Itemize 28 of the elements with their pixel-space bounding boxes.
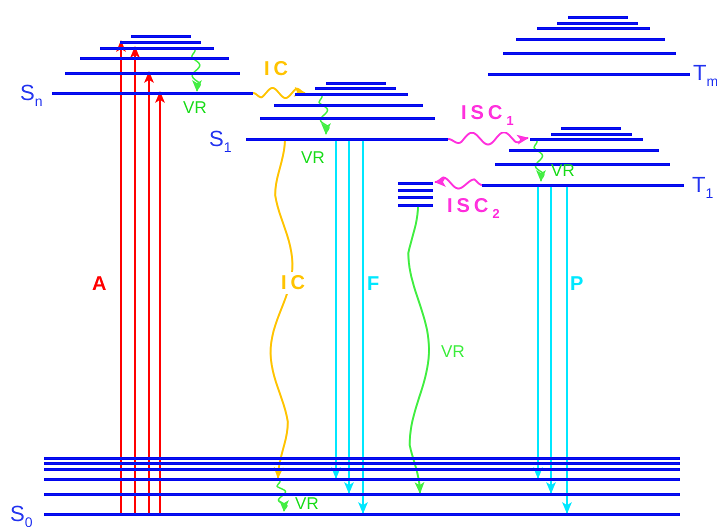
arrow	[562, 185, 572, 514]
state-label: T$_{1}$	[692, 174, 714, 203]
arrow	[546, 185, 556, 494]
wavy-arrow	[270, 138, 294, 479]
energy-level-stack	[488, 15, 717, 88]
arrow	[533, 185, 543, 479]
process-label: VR	[183, 99, 207, 117]
arrow	[116, 40, 126, 514]
edge-label: ISC$_{1}$	[460, 102, 515, 132]
arrow	[144, 71, 154, 514]
wavy-arrow	[448, 131, 529, 146]
arrow	[358, 139, 368, 514]
arrow	[344, 139, 354, 494]
process-label: VR	[551, 162, 575, 180]
wavy-arrow	[407, 204, 430, 494]
wavy-arrow	[252, 86, 306, 99]
wavy-arrow	[434, 176, 482, 190]
arrow	[331, 139, 341, 479]
state-label: S$_{1}$	[209, 128, 232, 157]
arrow	[130, 46, 140, 514]
arrow	[155, 91, 165, 514]
state-label: S$_{n}$	[20, 82, 42, 111]
process-label: VR	[295, 495, 319, 513]
state-label: S$_{0}$	[10, 503, 32, 527]
energy-level-stack	[398, 181, 433, 207]
energy-level-stack	[8, 456, 680, 527]
state-label: T$_{m}$	[693, 62, 717, 91]
process-label: VR	[301, 149, 325, 167]
